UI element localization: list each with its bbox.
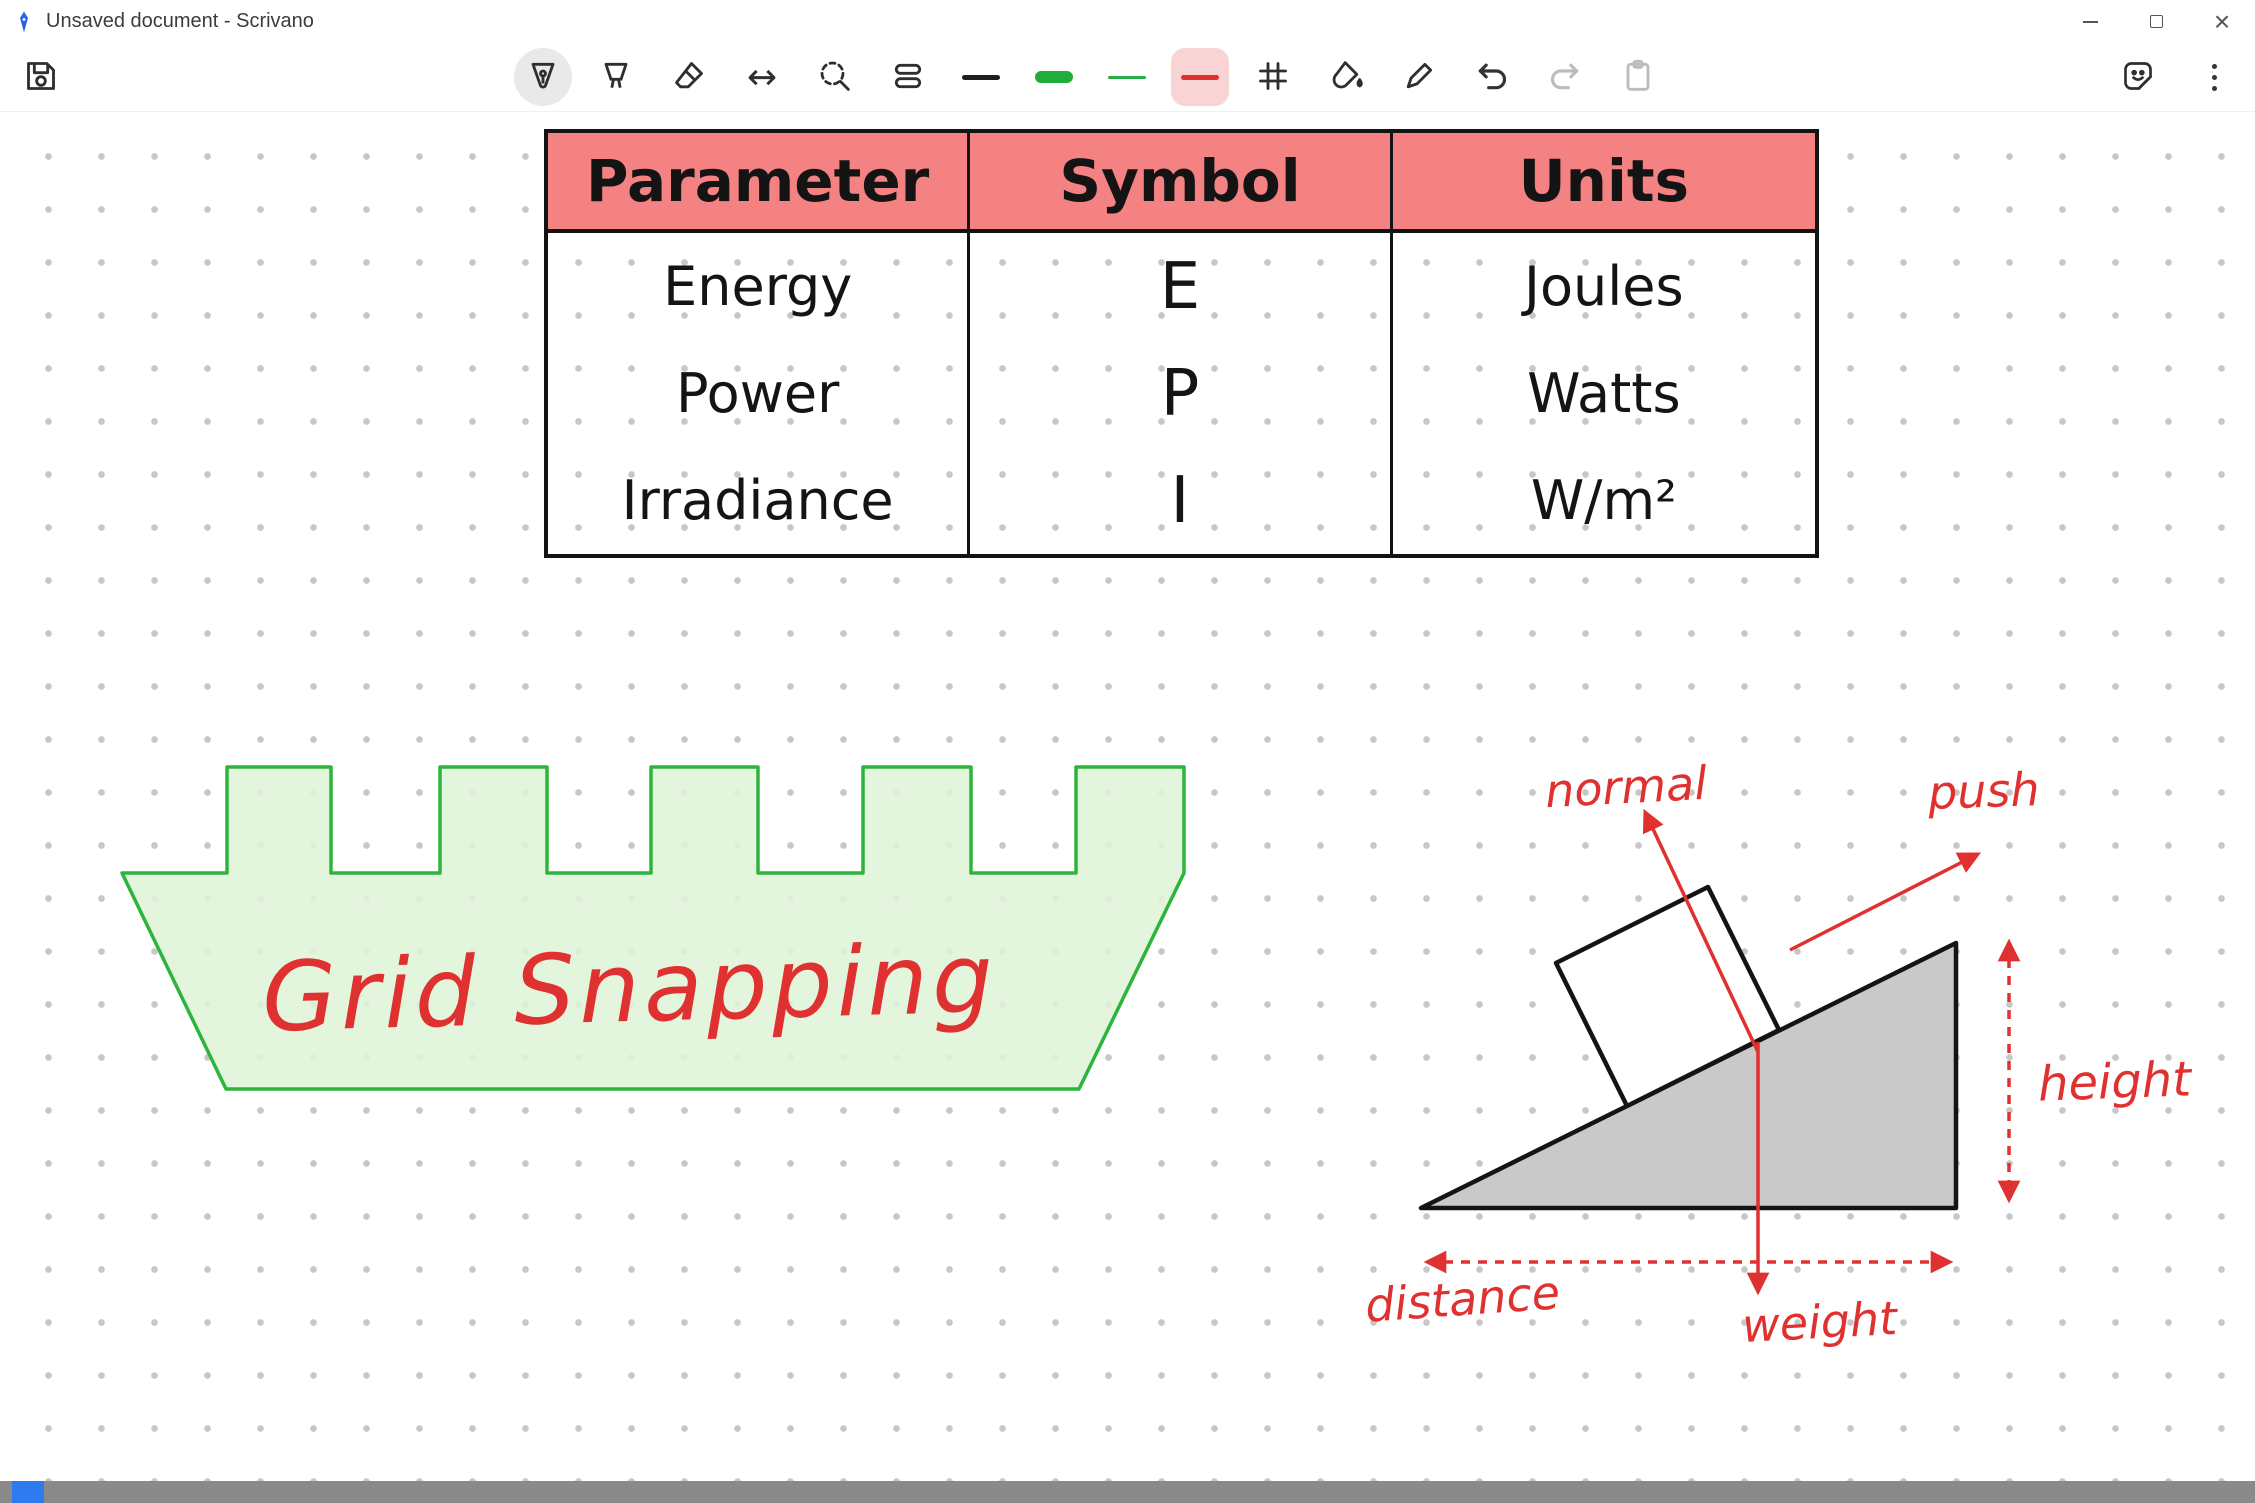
- black-stroke-icon: [962, 74, 1000, 80]
- horizontal-scrollbar[interactable]: [0, 1481, 2255, 1503]
- table-body: Energy E Joules Power P Watts Irradiance…: [548, 233, 1815, 554]
- paint-bucket-icon: [1326, 56, 1366, 99]
- save-button[interactable]: [12, 48, 70, 106]
- fill-tool[interactable]: [1317, 48, 1375, 106]
- maximize-button[interactable]: [2123, 0, 2189, 43]
- close-icon: ×: [2213, 5, 2231, 37]
- marker-tool[interactable]: [1390, 48, 1448, 106]
- normal-arrow: [1642, 808, 1760, 1053]
- minimize-button[interactable]: [2057, 0, 2123, 43]
- grid-tool[interactable]: [1244, 48, 1302, 106]
- window-title: Unsaved document - Scrivano: [46, 10, 314, 32]
- redo-icon: [1545, 56, 1585, 99]
- double-arrow-icon: ↔: [746, 56, 778, 98]
- table-cell: Power: [548, 340, 971, 447]
- height-label: height: [2037, 1051, 2192, 1113]
- lasso-zoom-tool[interactable]: [806, 48, 864, 106]
- close-button[interactable]: ×: [2189, 0, 2255, 43]
- red-stroke-icon: [1181, 74, 1219, 80]
- weight-label: weight: [1740, 1290, 1899, 1354]
- red-stroke-swatch[interactable]: [1171, 48, 1229, 106]
- table-cell: I: [970, 447, 1393, 554]
- table-header-parameter: Parameter: [548, 133, 971, 233]
- push-label: push: [1927, 762, 2041, 820]
- green-thick-stroke-icon: [1035, 71, 1073, 83]
- table-cell: Joules: [1524, 255, 1684, 318]
- kebab-menu-icon: [2211, 63, 2217, 91]
- fountain-pen-icon: [523, 56, 563, 99]
- table-cell: Irradiance: [548, 447, 971, 554]
- undo-icon: [1472, 56, 1512, 99]
- normal-label: normal: [1543, 755, 1709, 819]
- maximize-icon: [2149, 15, 2163, 28]
- floppy-icon: [21, 56, 61, 99]
- window-controls: ×: [2057, 0, 2255, 43]
- resize-tool[interactable]: ↔: [733, 48, 791, 106]
- calligraphy-pen-tool[interactable]: [587, 48, 645, 106]
- drawing-canvas[interactable]: Parameter Symbol Units Energy E Joules P…: [0, 112, 2255, 1481]
- fountain-pen-tool[interactable]: [514, 48, 572, 106]
- undo-button[interactable]: [1463, 48, 1521, 106]
- redo-button[interactable]: [1536, 48, 1594, 106]
- sticker-icon: [2118, 56, 2158, 99]
- green-thin-stroke-swatch[interactable]: [1098, 48, 1156, 106]
- titlebar: Unsaved document - Scrivano ×: [0, 0, 2255, 43]
- sticker-tool[interactable]: [2109, 48, 2167, 106]
- table-cell: Energy: [548, 233, 971, 340]
- overflow-menu-button[interactable]: [2185, 48, 2243, 106]
- calligraphy-pen-icon: [596, 56, 636, 99]
- right-tool-group: [2109, 48, 2243, 106]
- push-arrow: [1789, 852, 1982, 952]
- paste-button[interactable]: [1609, 48, 1667, 106]
- eraser-icon: [669, 56, 709, 99]
- table-header-row: Parameter Symbol Units: [548, 133, 1815, 233]
- marker-icon: [1399, 56, 1439, 99]
- lasso-zoom-icon: [815, 56, 855, 99]
- toolbar: ↔: [0, 43, 2255, 112]
- distribute-icon: [888, 56, 928, 99]
- app-logo-icon: [12, 10, 36, 34]
- scroll-corner-indicator: [12, 1481, 44, 1503]
- table-header-units: Units: [1392, 133, 1815, 233]
- grid-icon: [1253, 56, 1293, 99]
- green-thin-stroke-icon: [1108, 75, 1146, 79]
- incline-block: [1553, 884, 1782, 1109]
- table-cell: E: [970, 233, 1393, 340]
- table-cell: W/m²: [1530, 469, 1677, 532]
- table-cell: Watts: [1527, 362, 1681, 425]
- green-thick-stroke-swatch[interactable]: [1025, 48, 1083, 106]
- clipboard-icon: [1618, 56, 1658, 99]
- parameters-table[interactable]: Parameter Symbol Units Energy E Joules P…: [544, 129, 1819, 558]
- center-tool-group: ↔: [514, 48, 1667, 106]
- table-cell: P: [970, 340, 1393, 447]
- minimize-icon: [2082, 20, 2098, 23]
- distance-label: distance: [1363, 1265, 1562, 1333]
- table-header-symbol: Symbol: [970, 133, 1393, 233]
- eraser-tool[interactable]: [660, 48, 718, 106]
- incline-triangle: [1418, 940, 1959, 1211]
- distribute-tool[interactable]: [879, 48, 937, 106]
- grid-snapping-label: Grid Snapping: [260, 922, 999, 1054]
- black-stroke-swatch[interactable]: [952, 48, 1010, 106]
